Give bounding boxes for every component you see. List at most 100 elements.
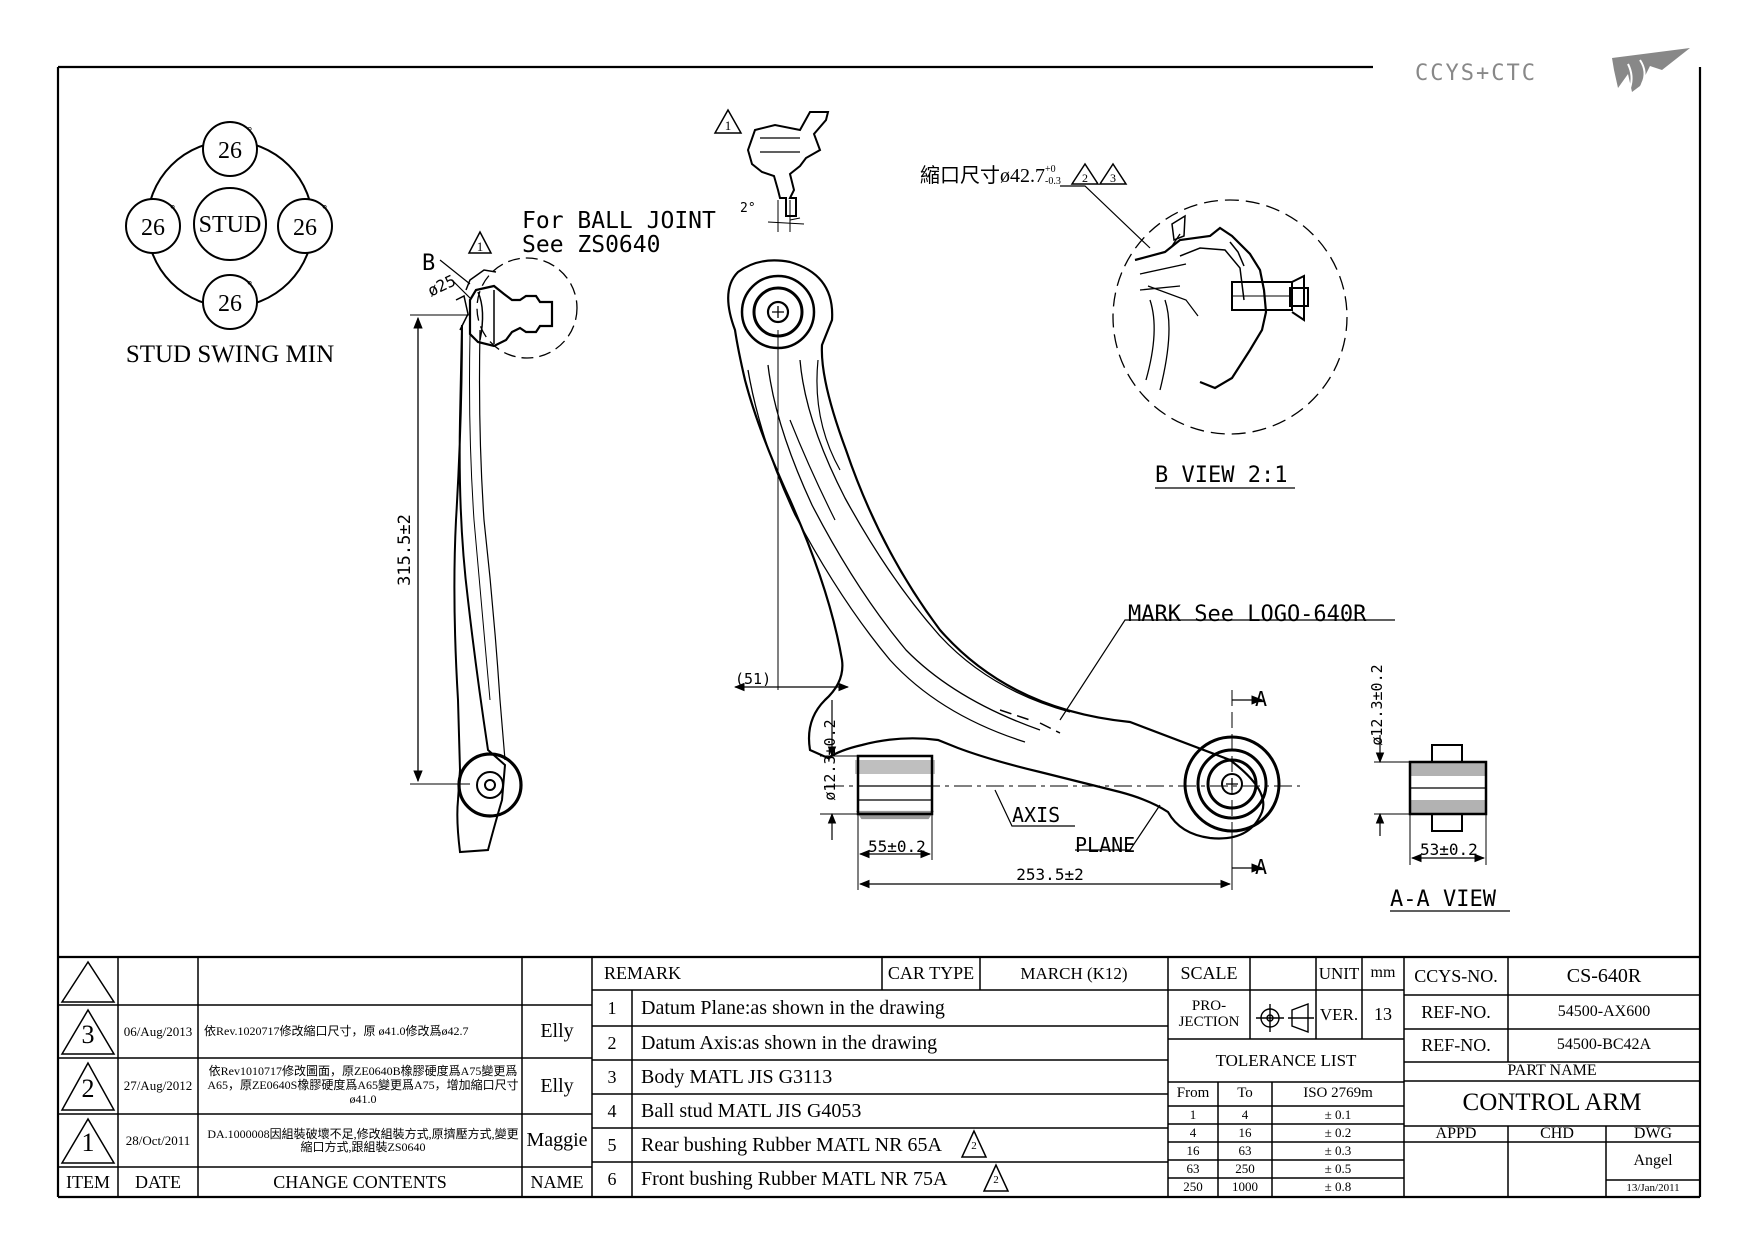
ccys-value: CS-640R: [1566, 964, 1642, 987]
remark-no-3: 3: [607, 1066, 617, 1087]
label-b: B: [422, 251, 435, 276]
scale-label: SCALE: [1180, 963, 1238, 984]
dwg-value: Angel: [1633, 1151, 1673, 1169]
ball-joint-note-1: For BALL JOINT: [522, 208, 716, 234]
rev-triangle-ball: 1: [467, 230, 493, 254]
part-name: CONTROL ARM: [1462, 1089, 1642, 1117]
stud-angle-bottom: 26: [218, 291, 242, 317]
plane-label: PLANE: [1075, 833, 1135, 857]
b-view-label: B VIEW 2:1: [1155, 463, 1287, 488]
rev-header-date: DATE: [135, 1171, 181, 1192]
chd-value: [1508, 1142, 1606, 1197]
rev-item-2: 2: [81, 1074, 95, 1104]
dim-aa-dia: ø12.3±0.2: [1368, 664, 1386, 745]
svg-text:CCYS+CTC: CCYS+CTC: [1415, 61, 1537, 86]
ref-value-1: 54500-AX600: [1557, 1002, 1651, 1020]
remark-no-1: 1: [607, 997, 617, 1018]
title-block-grid: [58, 957, 1700, 1197]
tol-value-5: ± 0.8: [1324, 1179, 1352, 1195]
ccys-label: CCYS-NO.: [1414, 965, 1498, 986]
tol-from-3: 16: [1186, 1143, 1200, 1159]
stud-deg-left: °: [170, 201, 175, 216]
stud-deg-right: °: [322, 201, 327, 216]
remark-no-6: 6: [607, 1169, 617, 1190]
chd-label: CHD: [1540, 1126, 1574, 1142]
projection-label: PRO- JECTION: [1178, 997, 1240, 1030]
drawing-date: 13/Jan/2011: [1626, 1181, 1680, 1194]
dim-55: 55±0.2: [868, 837, 926, 856]
sheet-border: [56, 65, 1702, 1199]
rev-item-3: 3: [81, 1020, 95, 1050]
tol-value-1: ± 0.1: [1324, 1107, 1352, 1123]
dim-51: (51): [735, 670, 771, 688]
unit-label: UNIT: [1318, 963, 1360, 983]
tol-to-3: 63: [1238, 1143, 1252, 1159]
rev-name-1: Maggie: [526, 1129, 588, 1151]
rev-date-1: 28/Oct/2011: [125, 1132, 191, 1148]
rev-header-name: NAME: [530, 1171, 584, 1192]
dim-53: 53±0.2: [1420, 840, 1478, 859]
tol-from-5: 250: [1183, 1179, 1203, 1195]
tol-from-4: 63: [1186, 1161, 1200, 1177]
stud-deg-top: °: [247, 123, 252, 138]
rev-name-2: Elly: [540, 1074, 574, 1097]
dim-bush-dia: ø12.3±0.2: [821, 719, 839, 800]
remark-no-5: 5: [607, 1134, 617, 1155]
rev-date-3: 06/Aug/2013: [123, 1023, 193, 1039]
mark-note: MARK See LOGO-640R: [1128, 602, 1367, 627]
tol-to-5: 1000: [1232, 1179, 1258, 1195]
axis-label: AXIS: [1012, 803, 1060, 827]
ref-label-1: REF-NO.: [1421, 1001, 1491, 1022]
car-type-label: CAR TYPE: [887, 963, 975, 984]
stud-deg-bottom: °: [247, 277, 252, 292]
crimp-note: 縮口尺寸ø42.7: [920, 164, 1045, 187]
crimp-tol-upper: +0: [1045, 164, 1056, 175]
rev-triangle-top: 1: [713, 108, 743, 134]
dim-angle: 2°: [740, 201, 756, 216]
remark-text-6: Front bushing Rubber MATL NR 75A: [641, 1168, 948, 1190]
ver-value: 13: [1374, 1004, 1392, 1025]
company-logo: CCYS+CTC: [1415, 48, 1690, 92]
svg-text:3: 3: [1110, 171, 1116, 185]
stud-label: STUD: [199, 212, 262, 238]
stud-angle-left: 26: [141, 215, 165, 241]
tol-header-from: From: [1176, 1085, 1210, 1102]
side-view: [410, 257, 578, 854]
section-a-top: A: [1255, 687, 1267, 711]
rev-contents-2: 依Rev1010717修改圖面，原ZE0640B橡膠硬度爲A75變更爲A65，原…: [207, 1064, 519, 1106]
dwg-label: DWG: [1633, 1126, 1673, 1142]
tol-to-2: 16: [1238, 1125, 1252, 1141]
remark-rev-5: 2: [971, 1140, 977, 1153]
car-type-value: MARCH (K12): [1020, 963, 1128, 983]
remark-text-4: Ball stud MATL JIS G4053: [641, 1099, 862, 1122]
remark-text-1: Datum Plane:as shown in the drawing: [641, 996, 945, 1019]
dim-253: 253.5±2: [1016, 865, 1083, 884]
remark-header: REMARK: [604, 963, 682, 984]
remark-no-2: 2: [607, 1032, 617, 1053]
remark-rev-6: 2: [993, 1174, 999, 1187]
aa-view-label: A-A VIEW: [1390, 887, 1497, 912]
rev-date-2: 27/Aug/2012: [123, 1078, 193, 1094]
ref-value-2: 54500-BC42A: [1556, 1036, 1652, 1054]
b-view-detail: [1060, 185, 1348, 435]
remark-text-2: Datum Axis:as shown in the drawing: [641, 1031, 938, 1054]
tol-header-to: To: [1237, 1085, 1253, 1102]
rev-item-1: 1: [81, 1128, 95, 1158]
tol-value-3: ± 0.3: [1324, 1143, 1352, 1159]
remark-text-3: Body MATL JIS G3113: [641, 1065, 833, 1088]
rev-header-contents: CHANGE CONTENTS: [273, 1171, 447, 1192]
tol-from-1: 1: [1189, 1107, 1197, 1123]
remark-no-4: 4: [607, 1100, 617, 1121]
ball-joint-detail: [746, 111, 830, 232]
dim-height: 315.5±2: [395, 514, 415, 586]
svg-text:1: 1: [725, 118, 732, 133]
crimp-tol-lower: -0.3: [1045, 176, 1061, 187]
svg-text:2: 2: [1082, 171, 1088, 185]
rev-header-item: ITEM: [66, 1171, 110, 1192]
stud-angle-right: 26: [293, 215, 317, 241]
part-name-label: PART NAME: [1507, 1062, 1597, 1080]
stud-swing-title: STUD SWING MIN: [126, 341, 334, 368]
aa-view-detail: [1374, 735, 1488, 865]
rev-contents-3: 依Rev.1020717修改縮口尺寸，原 ø41.0修改爲ø42.7: [204, 1024, 469, 1039]
